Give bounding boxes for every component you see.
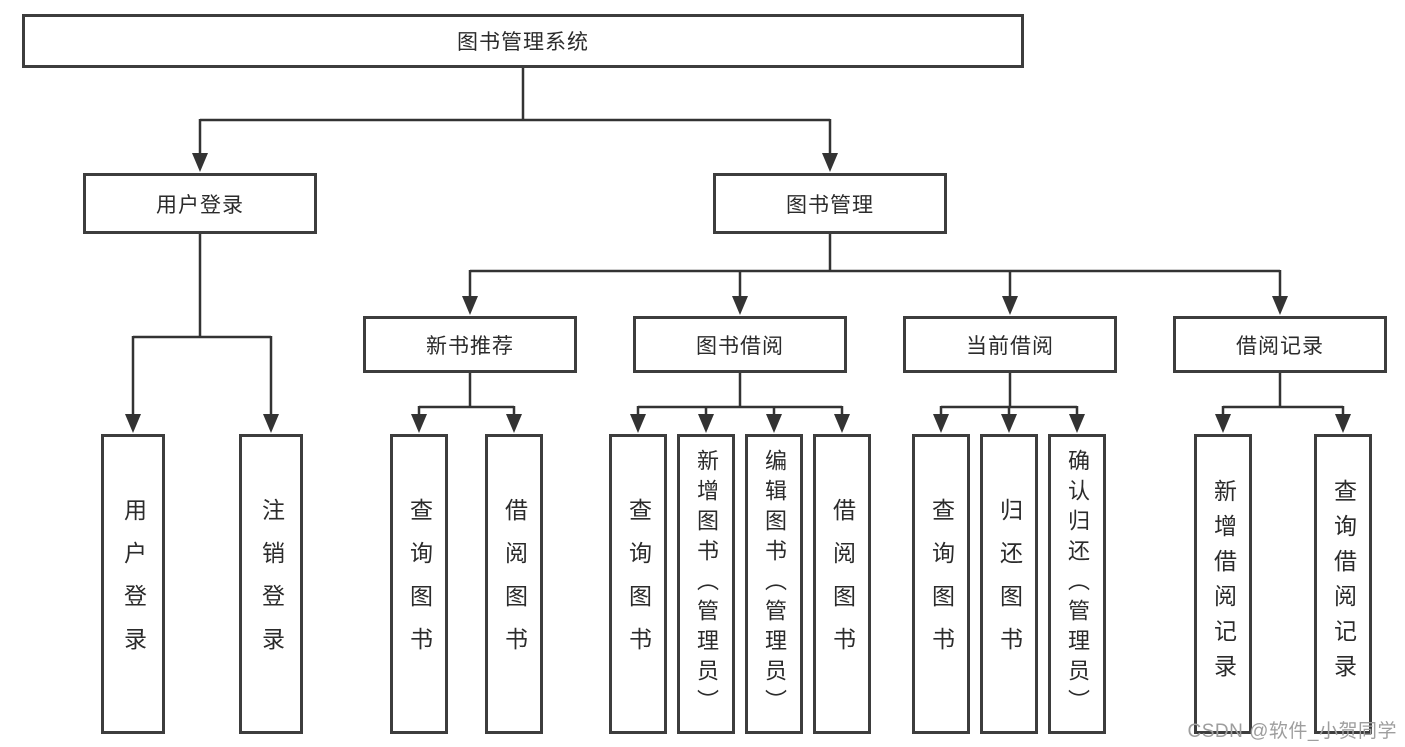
leaf-records-add-record: 新增借阅记录 <box>1194 434 1252 734</box>
csdn-watermark: CSDN @软件_小贺同学 <box>1187 721 1397 742</box>
leaf-newbook-borrow-books: 借阅图书 <box>485 434 543 734</box>
arrowhead <box>822 153 838 172</box>
arrowhead <box>125 414 141 433</box>
node-new-book-recommend-label: 新书推荐 <box>426 334 514 358</box>
arrowhead <box>506 414 522 433</box>
leaf-borrow-edit-books-admin: 编辑图书（管理员） <box>745 434 803 734</box>
arrowhead <box>411 414 427 433</box>
arrowhead <box>1335 414 1351 433</box>
leaf-logout: 注销登录 <box>239 434 303 734</box>
node-user-login-label: 用户登录 <box>156 193 244 217</box>
arrowhead <box>192 153 208 172</box>
leaf-current-return-books-label: 归还图书 <box>996 498 1023 670</box>
leaf-newbook-query-books: 查询图书 <box>390 434 448 734</box>
node-current-borrow-label: 当前借阅 <box>966 334 1054 358</box>
leaf-borrow-add-books-admin-label: 新增图书（管理员） <box>694 449 719 719</box>
leaf-current-return-books: 归还图书 <box>980 434 1038 734</box>
arrowhead <box>698 414 714 433</box>
node-root-label: 图书管理系统 <box>457 31 589 54</box>
node-current-borrow: 当前借阅 <box>903 316 1117 373</box>
node-new-book-recommend: 新书推荐 <box>363 316 577 373</box>
leaf-current-query-books: 查询图书 <box>912 434 970 734</box>
leaf-records-query-record-label: 查询借阅记录 <box>1330 479 1357 689</box>
leaf-user-login: 用户登录 <box>101 434 165 734</box>
leaf-current-confirm-return-admin: 确认归还（管理员） <box>1048 434 1106 734</box>
leaf-borrow-borrow-books: 借阅图书 <box>813 434 871 734</box>
leaf-records-query-record: 查询借阅记录 <box>1314 434 1372 734</box>
leaf-logout-label: 注销登录 <box>258 498 285 670</box>
node-borrow-records-label: 借阅记录 <box>1236 334 1324 358</box>
arrowhead <box>462 296 478 315</box>
leaf-current-query-books-label: 查询图书 <box>928 498 955 670</box>
arrowhead <box>1215 414 1231 433</box>
leaf-records-add-record-label: 新增借阅记录 <box>1210 479 1237 689</box>
arrowhead <box>1002 296 1018 315</box>
arrowhead <box>834 414 850 433</box>
arrowhead <box>933 414 949 433</box>
leaf-borrow-query-books-label: 查询图书 <box>625 498 652 670</box>
node-user-login: 用户登录 <box>83 173 317 234</box>
arrowhead <box>732 296 748 315</box>
leaf-borrow-add-books-admin: 新增图书（管理员） <box>677 434 735 734</box>
node-book-borrow-label: 图书借阅 <box>696 334 784 358</box>
node-book-mgmt-label: 图书管理 <box>786 193 874 217</box>
arrowhead <box>1069 414 1085 433</box>
node-book-borrow: 图书借阅 <box>633 316 847 373</box>
leaf-newbook-query-books-label: 查询图书 <box>406 498 433 670</box>
leaf-borrow-query-books: 查询图书 <box>609 434 667 734</box>
arrowhead <box>1272 296 1288 315</box>
arrowheads <box>125 153 1351 433</box>
node-book-mgmt: 图书管理 <box>713 173 947 234</box>
arrowhead <box>263 414 279 433</box>
arrowhead <box>1001 414 1017 433</box>
arrowhead <box>630 414 646 433</box>
leaf-borrow-borrow-books-label: 借阅图书 <box>829 498 856 670</box>
leaf-current-confirm-return-admin-label: 确认归还（管理员） <box>1065 449 1090 719</box>
node-borrow-records: 借阅记录 <box>1173 316 1387 373</box>
leaf-newbook-borrow-books-label: 借阅图书 <box>501 498 528 670</box>
leaf-user-login-label: 用户登录 <box>120 498 147 670</box>
node-root: 图书管理系统 <box>22 14 1024 68</box>
arrowhead <box>766 414 782 433</box>
leaf-borrow-edit-books-admin-label: 编辑图书（管理员） <box>762 449 787 719</box>
